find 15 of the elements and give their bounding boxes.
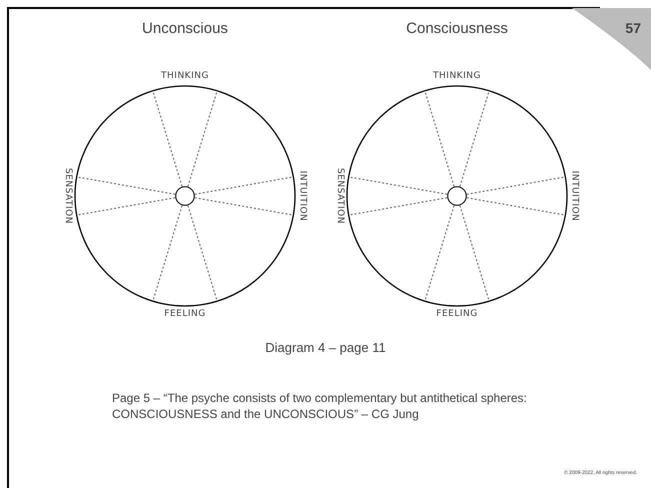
wheel-heading: Consciousness bbox=[405, 20, 509, 37]
function-label: THINKING bbox=[432, 71, 482, 81]
function-label: THINKING bbox=[160, 71, 210, 81]
center-circle bbox=[447, 186, 467, 206]
wheel-heading: Unconscious bbox=[141, 20, 229, 37]
function-label: INTUITION bbox=[568, 170, 579, 222]
function-label: FEELING bbox=[163, 309, 207, 319]
function-label: SENSATION bbox=[62, 168, 73, 224]
function-label: SENSATION bbox=[334, 168, 345, 224]
center-circle bbox=[175, 186, 195, 206]
quote-text: Page 5 – “The psyche consists of two complementary but antithetical spheres: CONSCIOUSNESS and the UNCONSCIOUS” – CG Jung bbox=[112, 390, 528, 422]
diagram-caption: Diagram 4 – page 11 bbox=[264, 340, 387, 355]
function-label: INTUITION bbox=[296, 170, 307, 222]
function-label: FEELING bbox=[435, 309, 479, 319]
page-number: 57 bbox=[625, 20, 641, 36]
